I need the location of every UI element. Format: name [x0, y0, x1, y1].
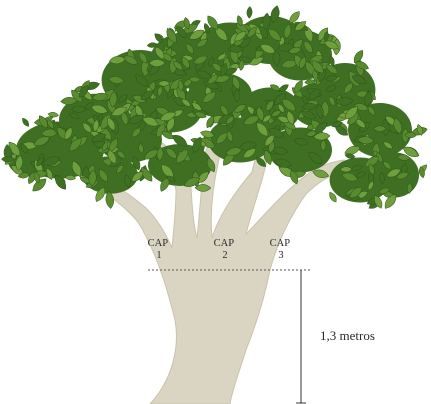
cap-2-line2: 2	[222, 250, 227, 261]
cap-3-line2: 3	[278, 250, 283, 261]
cap-3-line1: CAP	[270, 238, 291, 249]
leaf	[21, 117, 31, 128]
cap-1-line2: 1	[156, 250, 161, 261]
cap-1-line1: CAP	[148, 238, 169, 249]
leaf	[247, 6, 253, 18]
height-label: 1,3 metros	[320, 328, 375, 343]
cap-2-line1: CAP	[214, 238, 235, 249]
